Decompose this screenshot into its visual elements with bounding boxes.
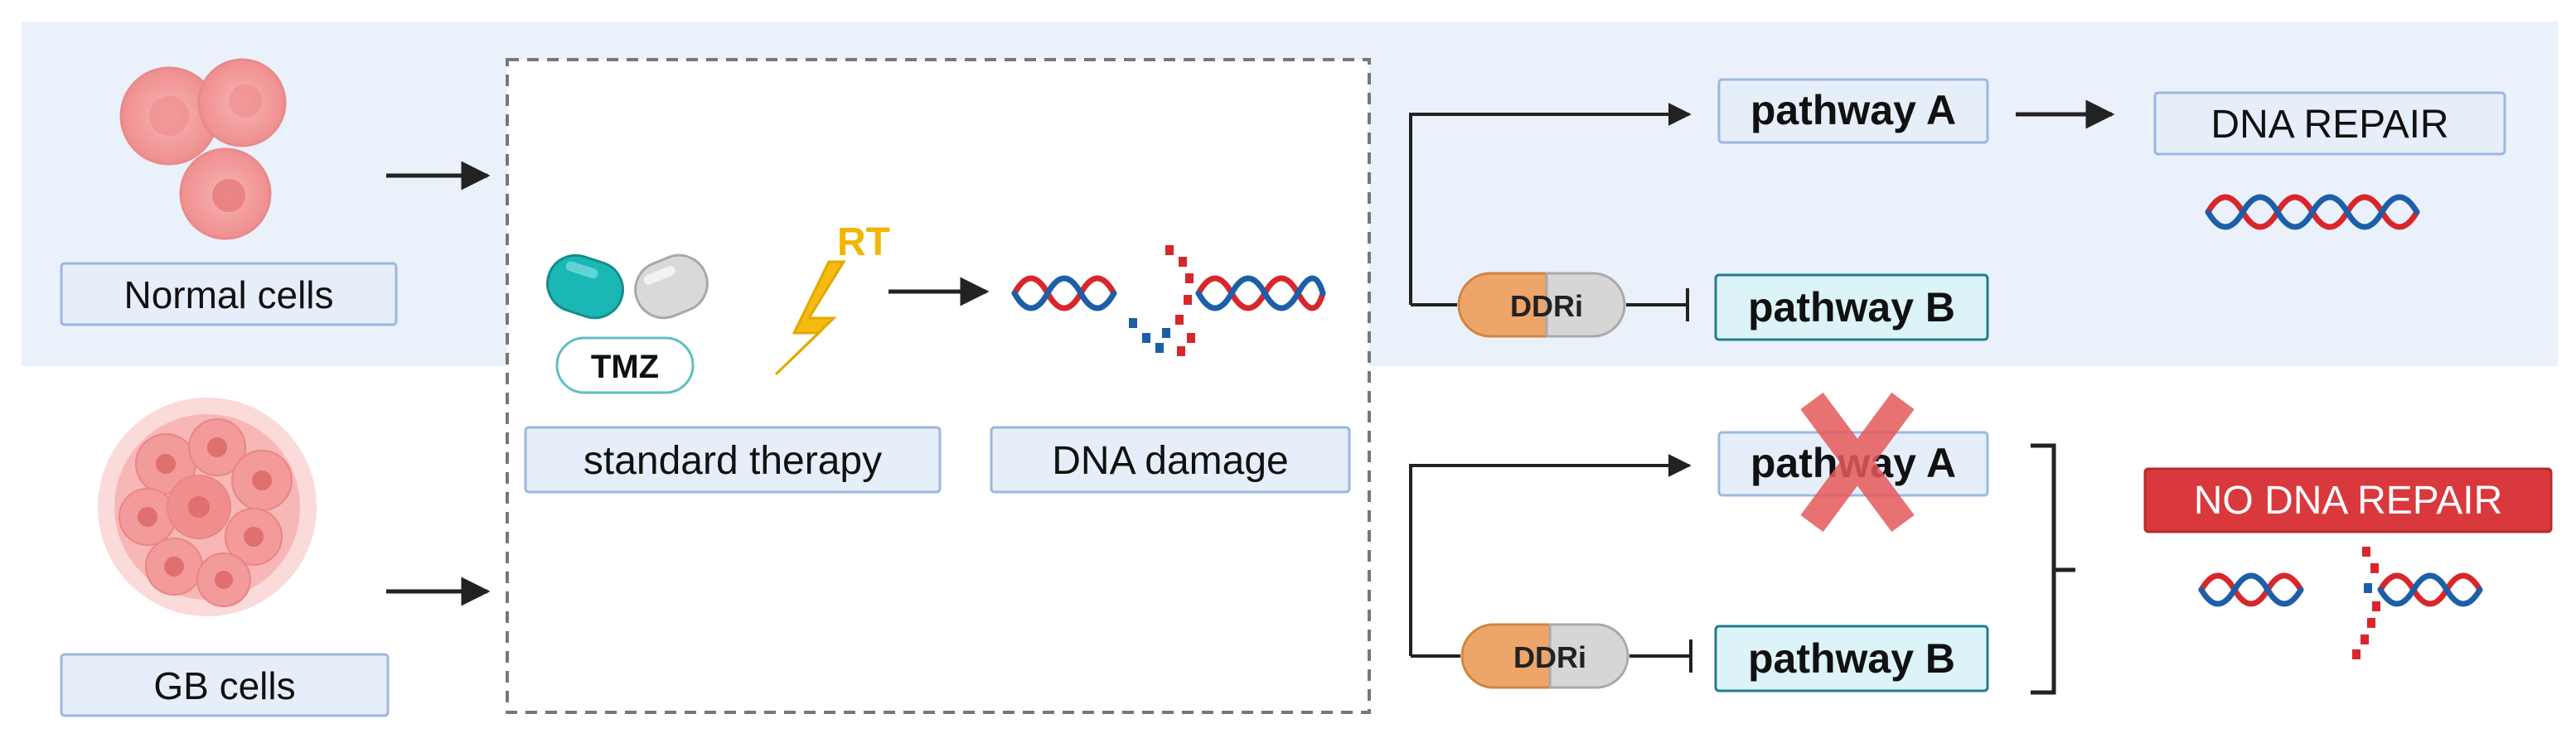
no-dna-repair-box bbox=[2143, 467, 2553, 533]
bottom-pathway-b-box bbox=[1714, 625, 1989, 692]
standard-therapy-label-box bbox=[524, 426, 942, 494]
repaired-dna-icon bbox=[2205, 194, 2420, 230]
gb-cells-icon bbox=[98, 398, 317, 616]
rt-label: RT bbox=[837, 220, 890, 264]
damaged-dna-icon bbox=[1011, 245, 1326, 356]
ddri-capsule-top bbox=[1457, 272, 1626, 338]
dna-repair-box bbox=[2153, 91, 2506, 156]
dna-damage-label: DNA damage bbox=[1052, 439, 1289, 483]
gb-cells-label: GB cells bbox=[153, 664, 295, 707]
top-branch-line-a bbox=[1409, 103, 1692, 305]
ddri-capsule-bottom bbox=[1460, 623, 1629, 689]
normal-cells-icon bbox=[119, 58, 287, 240]
pathway-bracket bbox=[2031, 443, 2056, 695]
standard-therapy-label: standard therapy bbox=[583, 439, 882, 483]
normal-cells-label: Normal cells bbox=[123, 273, 333, 316]
normal-cells-label-box bbox=[60, 262, 398, 326]
dna-repair-label: DNA REPAIR bbox=[2210, 103, 2448, 147]
top-pathway-b-box bbox=[1714, 273, 1989, 341]
tmz-capsule-icon bbox=[546, 253, 709, 320]
broken-dna-icon bbox=[2198, 547, 2483, 659]
lightning-icon bbox=[774, 260, 846, 376]
blocked-x-icon bbox=[1800, 392, 1915, 533]
bottom-pathway-b-label: pathway B bbox=[1748, 635, 1955, 682]
ddri-label-top: DDRi bbox=[1510, 289, 1583, 323]
top-pathway-a-label: pathway A bbox=[1750, 87, 1956, 133]
no-dna-repair-label: NO DNA REPAIR bbox=[2194, 479, 2503, 523]
bottom-branch-line-a bbox=[1409, 454, 1692, 656]
top-pathway-b-label: pathway B bbox=[1748, 284, 1955, 330]
gb-cells-label-box bbox=[60, 653, 390, 717]
dna-damage-label-box bbox=[990, 426, 1351, 494]
tmz-badge-box bbox=[555, 336, 695, 394]
ddri-label-bottom: DDRi bbox=[1513, 640, 1586, 674]
tmz-label: TMZ bbox=[591, 349, 659, 385]
top-pathway-a-box bbox=[1717, 78, 1989, 144]
